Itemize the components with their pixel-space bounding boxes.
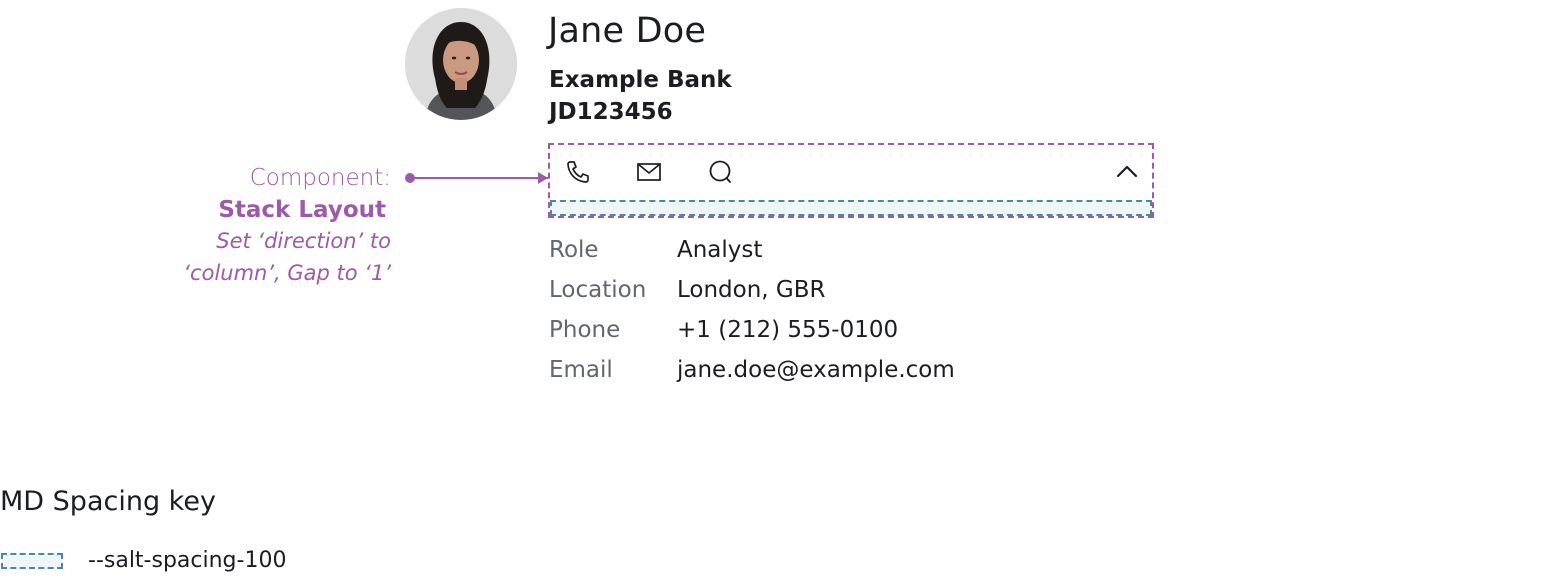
spacing-gap-indicator xyxy=(550,200,1152,216)
chevron-up-icon xyxy=(1116,165,1138,178)
annotation-component-prefix: Component: xyxy=(249,165,391,191)
spacing-key-swatch xyxy=(1,553,63,569)
stack-layout-outline xyxy=(548,143,1154,218)
detail-value-location: London, GBR xyxy=(677,277,826,303)
chat-icon xyxy=(709,160,731,183)
annotation-note-line-2: ‘column’, Gap to ‘1’ xyxy=(183,261,391,285)
annotation-component-name: Stack Layout xyxy=(218,197,386,223)
avatar-photo xyxy=(405,8,517,120)
annotation-connector-arrowhead xyxy=(538,172,548,184)
detail-label-email: Email xyxy=(549,357,613,383)
collapse-button[interactable] xyxy=(1112,157,1142,187)
detail-value-phone: +1 (212) 555-0100 xyxy=(677,317,899,343)
profile-id: JD123456 xyxy=(549,99,673,125)
detail-value-role: Analyst xyxy=(677,237,763,263)
detail-value-email: jane.doe@example.com xyxy=(677,357,955,383)
detail-label-phone: Phone xyxy=(549,317,621,343)
annotation-note-line-1: Set ‘direction’ to xyxy=(216,229,391,253)
spacing-key-label: --salt-spacing-100 xyxy=(88,548,287,573)
detail-label-role: Role xyxy=(549,237,599,263)
chat-button[interactable] xyxy=(706,157,736,187)
detail-label-location: Location xyxy=(549,277,647,303)
mail-icon xyxy=(637,163,661,181)
email-button[interactable] xyxy=(634,157,664,187)
annotation-connector-line xyxy=(410,177,548,179)
profile-name: Jane Doe xyxy=(548,11,707,51)
avatar xyxy=(405,8,517,120)
phone-icon xyxy=(567,161,589,183)
spacing-key-title: MD Spacing key xyxy=(0,486,216,517)
phone-button[interactable] xyxy=(563,157,593,187)
profile-company: Example Bank xyxy=(549,67,732,93)
